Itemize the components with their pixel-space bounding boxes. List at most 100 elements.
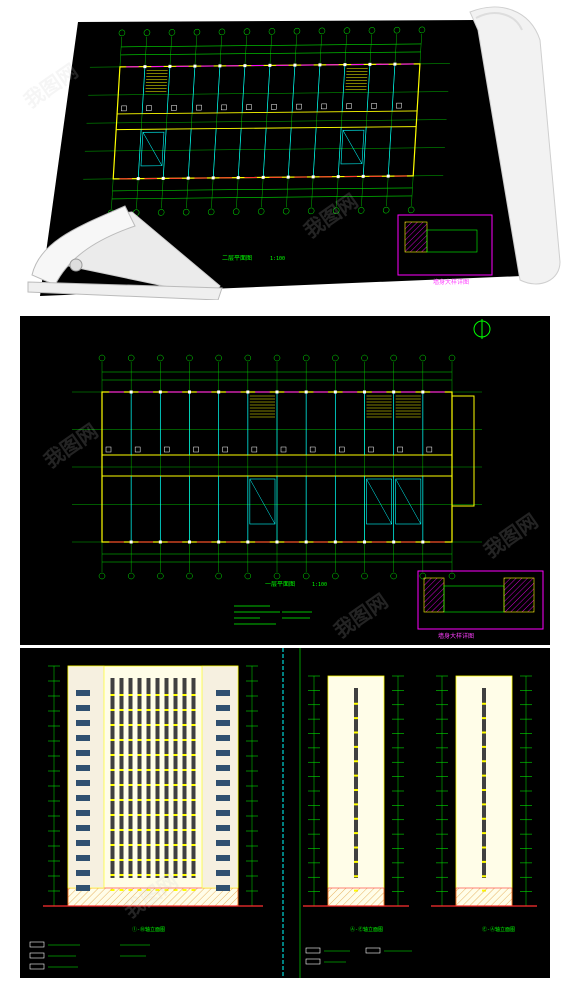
window-sill: [354, 803, 358, 806]
window: [76, 705, 90, 711]
window-strip: [182, 678, 187, 878]
window-sill: [137, 769, 142, 771]
window-sill: [110, 784, 115, 786]
partition-wall: [137, 129, 142, 179]
window-sill: [119, 769, 124, 771]
axis-bubble: [332, 572, 339, 580]
window-sill: [119, 814, 124, 816]
window: [216, 810, 230, 816]
window-sill: [128, 829, 133, 831]
window-sill: [173, 829, 178, 831]
window-sill: [155, 814, 160, 816]
elevation-title-right: Ⓔ-Ⓐ轴立面图: [482, 926, 515, 933]
window: [216, 720, 230, 726]
column: [392, 390, 396, 394]
window-sill: [164, 844, 169, 846]
fixture: [296, 103, 302, 110]
partition-wall: [237, 128, 242, 178]
window-sill: [182, 724, 187, 726]
window-sill: [182, 769, 187, 771]
blueprint-sheet-1: 墙身大样详图 二层平面图 1:100: [0, 0, 570, 300]
window-sill: [146, 799, 151, 801]
window-sill: [110, 814, 115, 816]
axis-bubble: [127, 354, 135, 362]
annex-wall: [451, 395, 475, 507]
window-sill: [137, 784, 142, 786]
window-sill: [482, 832, 486, 835]
window: [76, 690, 90, 696]
window-sill: [146, 739, 151, 741]
axis-bubble: [368, 27, 376, 34]
column: [286, 175, 290, 179]
column: [217, 390, 221, 394]
fixture: [321, 103, 327, 110]
column: [261, 175, 265, 179]
window: [76, 795, 90, 801]
partition-wall: [387, 126, 392, 177]
window-sill: [155, 874, 160, 876]
window-sill: [164, 829, 169, 831]
window-sill: [110, 694, 115, 696]
axis-bubble: [407, 206, 415, 214]
window: [216, 780, 230, 786]
podium: [67, 887, 239, 907]
fixture: [396, 102, 402, 109]
legend-right: [305, 947, 412, 965]
column: [275, 390, 279, 394]
window-strip: [164, 678, 169, 878]
column: [168, 64, 172, 68]
window-sill: [128, 814, 133, 816]
window: [216, 750, 230, 756]
window-sill: [173, 799, 178, 801]
window: [216, 705, 230, 711]
window-sill: [482, 817, 486, 820]
column: [188, 540, 191, 544]
window-sill: [173, 874, 178, 876]
window-sill: [354, 846, 358, 849]
column: [293, 63, 297, 67]
window-sill: [137, 799, 142, 801]
window-sill: [191, 694, 196, 696]
column: [136, 177, 140, 181]
elevator-shaft: [140, 131, 165, 167]
window-sill: [164, 769, 169, 771]
ruler-edge: [27, 281, 223, 300]
partition-wall: [162, 129, 167, 179]
column: [421, 390, 425, 394]
column: [333, 390, 337, 394]
axis-bubble: [293, 27, 301, 35]
column: [193, 64, 197, 68]
partition-wall: [262, 128, 267, 178]
window-strip: [146, 678, 151, 878]
window-sill: [173, 754, 178, 756]
window-sill: [146, 769, 151, 771]
window-sill: [482, 846, 486, 849]
window-sill: [146, 784, 151, 786]
window-sill: [354, 774, 358, 777]
window-strip: [482, 688, 486, 878]
window-sill: [191, 814, 196, 816]
window-sill: [137, 739, 142, 741]
blueprint-sheet-2: 墙身大样详图 一层平面图 1:100: [20, 316, 550, 645]
column: [217, 540, 221, 544]
window-sill: [155, 844, 160, 846]
axis-bubble: [168, 29, 176, 36]
window-sill: [146, 709, 151, 711]
sheet2-inset-frame: [417, 570, 544, 630]
window-sill: [482, 717, 486, 720]
axis-bubble: [98, 572, 106, 580]
window-sill: [164, 724, 169, 726]
partition-wall: [312, 127, 317, 177]
window-sill: [110, 739, 115, 741]
window-sill: [128, 859, 133, 861]
axis-bubble: [448, 354, 456, 362]
window-sill: [482, 702, 486, 705]
window: [216, 735, 230, 741]
sheet2-canvas: 墙身大样详图 一层平面图 1:100: [72, 319, 544, 640]
fixture: [309, 446, 316, 453]
column: [311, 175, 315, 179]
column: [158, 390, 162, 394]
partition-wall: [216, 65, 221, 113]
window-sill: [110, 844, 115, 846]
axis-bubble: [232, 208, 240, 215]
